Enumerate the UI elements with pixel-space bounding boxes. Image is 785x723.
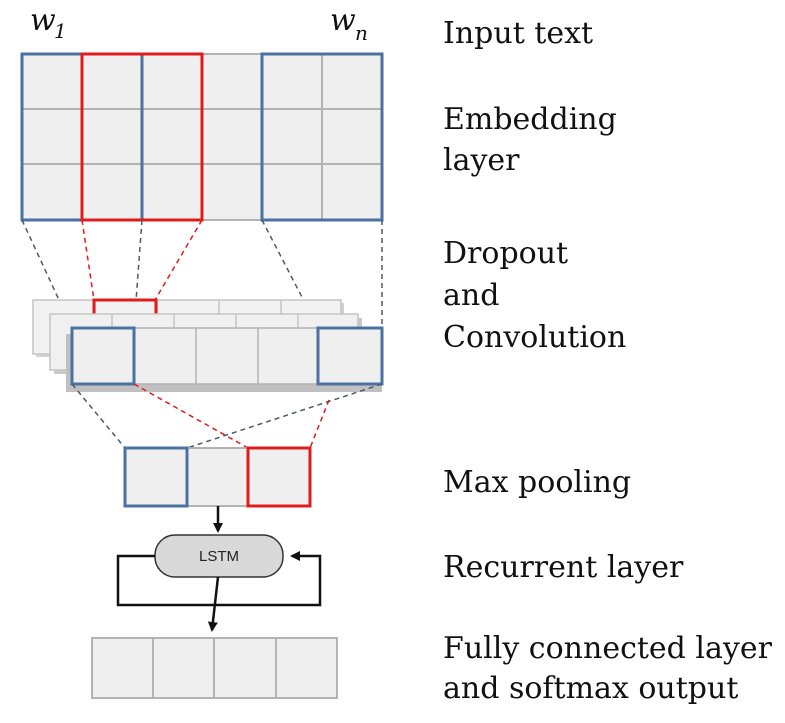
label-embedding-line2: layer: [443, 143, 520, 178]
word-label-first: w 1: [30, 3, 67, 43]
pooling-blue-cell: [123, 446, 189, 508]
convolution-layer: [32, 298, 384, 392]
label-dropout-line2: and: [443, 278, 500, 313]
label-dropout-line1: Dropout: [443, 236, 569, 271]
word-label-first-subscript: 1: [54, 19, 67, 43]
embedding-layer: [20, 52, 384, 222]
recurrent-layer: LSTM: [116, 534, 322, 632]
lstm-label: LSTM: [199, 548, 239, 565]
label-embedding-line1: Embedding: [443, 102, 617, 137]
label-recurrent-layer: Recurrent layer: [443, 550, 684, 585]
embedding-blue-window-right: [260, 52, 384, 222]
word-label-last-w: w: [330, 3, 356, 38]
max-pooling-layer: [123, 446, 312, 508]
label-dropout-line3: Convolution: [443, 320, 627, 355]
label-max-pooling: Max pooling: [443, 465, 632, 500]
word-label-last-subscript: n: [355, 21, 368, 45]
conv-to-pooling-projections: [71, 383, 383, 449]
word-label-first-w: w: [30, 3, 56, 38]
pooling-red-cell: [246, 446, 312, 508]
label-fully-connected-line2: and softmax output: [443, 671, 739, 706]
feature-map-front: [66, 326, 384, 392]
label-fully-connected-line1: Fully connected layer: [443, 631, 772, 666]
feature-map-blue-highlight-left: [70, 326, 136, 386]
arrow-lstm-to-dense: [207, 576, 220, 632]
feature-map-blue-highlight-right: [316, 326, 384, 386]
fully-connected-layer: [91, 637, 338, 699]
label-input-text: Input text: [443, 16, 594, 51]
recurrent-loop-arrow: [116, 551, 322, 607]
word-label-last: w n: [330, 3, 368, 45]
